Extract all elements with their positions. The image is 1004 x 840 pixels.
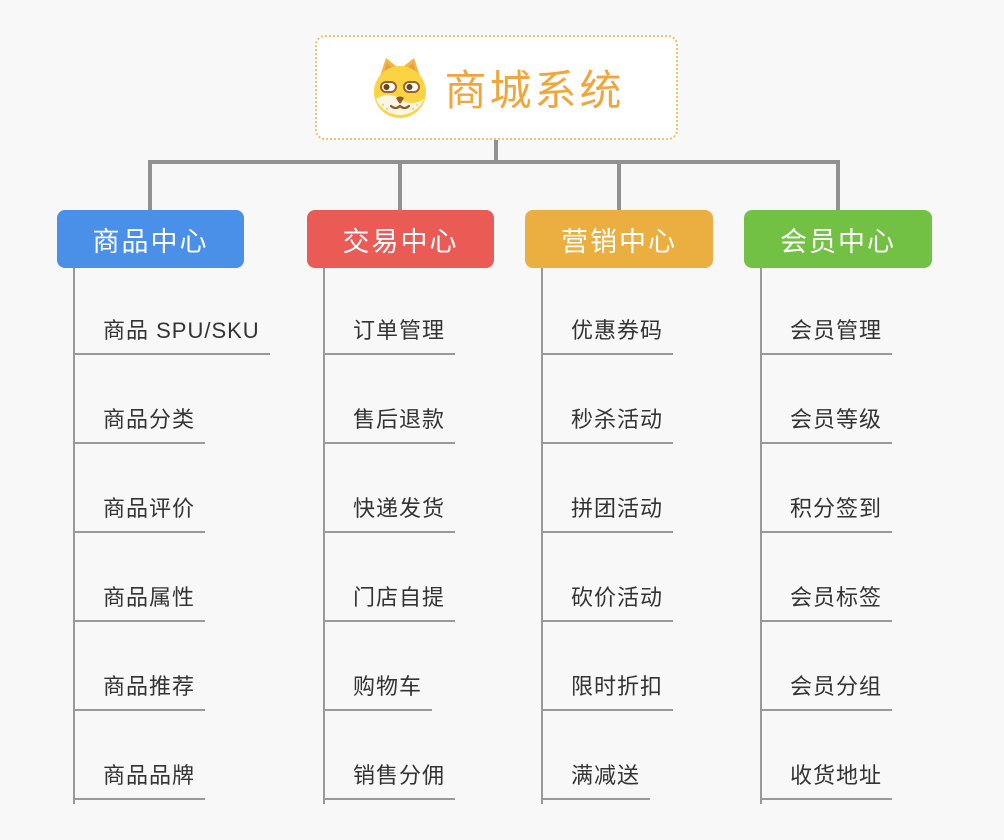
child-row: 商品分类	[73, 355, 270, 444]
branch-4: 会员中心 会员管理会员等级积分签到会员标签会员分组收货地址	[744, 210, 932, 804]
child-row: 会员分组	[760, 622, 932, 711]
child-node[interactable]: 购物车	[323, 669, 433, 711]
branch-3: 营销中心 优惠券码秒杀活动拼团活动砍价活动限时折扣满减送	[525, 210, 713, 804]
connector-horizontal-bar	[148, 160, 840, 164]
branch-label: 商品中心	[92, 226, 209, 257]
connector-drop-2	[398, 160, 402, 211]
child-node[interactable]: 会员标签	[760, 580, 893, 622]
child-row: 优惠券码	[541, 268, 713, 355]
child-node[interactable]: 订单管理	[323, 313, 456, 355]
child-row: 售后退款	[323, 355, 494, 444]
child-row: 会员标签	[760, 533, 932, 622]
branch-child-connector-line	[73, 268, 75, 804]
branch-child-connector-line	[760, 268, 762, 804]
branch-child-connector-line	[323, 268, 325, 804]
root-title: 商城系统	[444, 67, 625, 114]
child-node[interactable]: 收货地址	[760, 758, 893, 800]
child-row: 门店自提	[323, 533, 494, 622]
child-row: 商品 SPU/SKU	[73, 268, 270, 355]
child-node[interactable]: 拼团活动	[541, 491, 674, 533]
child-row: 商品推荐	[73, 622, 270, 711]
connector-drop-1	[148, 160, 152, 211]
branch-2: 交易中心 订单管理售后退款快递发货门店自提购物车销售分佣	[307, 210, 494, 804]
branch-children: 商品 SPU/SKU 商品分类商品评价商品属性商品推荐商品品牌	[73, 268, 270, 804]
child-node[interactable]: 门店自提	[323, 580, 456, 622]
child-node[interactable]: 优惠券码	[541, 313, 674, 355]
connector-drop-4	[836, 160, 840, 211]
child-row: 秒杀活动	[541, 355, 713, 444]
connector-root-stem	[494, 138, 498, 164]
branch-label: 会员中心	[780, 226, 896, 257]
shiba-dog-icon	[368, 55, 432, 121]
child-node[interactable]: 会员等级	[760, 402, 893, 444]
child-row: 商品属性	[73, 533, 270, 622]
child-row: 砍价活动	[541, 533, 713, 622]
child-node[interactable]: 积分签到	[760, 491, 893, 533]
branch-node-3[interactable]: 营销中心	[525, 210, 713, 268]
child-row: 商品品牌	[73, 711, 270, 800]
child-row: 销售分佣	[323, 711, 494, 800]
branch-node-1[interactable]: 商品中心	[57, 210, 244, 268]
branch-children: 会员管理会员等级积分签到会员标签会员分组收货地址	[760, 268, 932, 804]
child-row: 积分签到	[760, 444, 932, 533]
child-node[interactable]: 商品品牌	[73, 758, 206, 800]
child-node[interactable]: 砍价活动	[541, 580, 674, 622]
child-node[interactable]: 售后退款	[323, 402, 456, 444]
branch-children: 订单管理售后退款快递发货门店自提购物车销售分佣	[323, 268, 494, 804]
child-row: 商品评价	[73, 444, 270, 533]
child-row: 限时折扣	[541, 622, 713, 711]
child-node[interactable]: 秒杀活动	[541, 402, 674, 444]
child-row: 会员等级	[760, 355, 932, 444]
child-node[interactable]: 会员管理	[760, 313, 893, 355]
child-node[interactable]: 商品属性	[73, 580, 206, 622]
child-row: 会员管理	[760, 268, 932, 355]
branch-children: 优惠券码秒杀活动拼团活动砍价活动限时折扣满减送	[541, 268, 713, 804]
branch-child-connector-line	[541, 268, 543, 804]
root-node[interactable]: 商城系统	[315, 35, 678, 140]
branch-label: 交易中心	[342, 226, 459, 257]
child-row: 满减送	[541, 711, 713, 800]
branch-1: 商品中心 商品 SPU/SKU 商品分类商品评价商品属性商品推荐商品品牌	[57, 210, 270, 804]
child-row: 购物车	[323, 622, 494, 711]
child-node[interactable]: 快递发货	[323, 491, 456, 533]
branch-label: 营销中心	[561, 226, 677, 257]
child-row: 拼团活动	[541, 444, 713, 533]
child-node[interactable]: 限时折扣	[541, 669, 674, 711]
connector-drop-3	[617, 160, 621, 211]
branch-node-4[interactable]: 会员中心	[744, 210, 932, 268]
child-node[interactable]: 商品推荐	[73, 669, 206, 711]
child-row: 订单管理	[323, 268, 494, 355]
child-row: 快递发货	[323, 444, 494, 533]
child-node[interactable]: 销售分佣	[323, 758, 456, 800]
child-node[interactable]: 满减送	[541, 758, 651, 800]
child-node[interactable]: 商品评价	[73, 491, 206, 533]
child-node[interactable]: 商品 SPU/SKU	[73, 313, 270, 355]
child-row: 收货地址	[760, 711, 932, 800]
child-node[interactable]: 商品分类	[73, 402, 206, 444]
child-node[interactable]: 会员分组	[760, 669, 893, 711]
branch-node-2[interactable]: 交易中心	[307, 210, 494, 268]
